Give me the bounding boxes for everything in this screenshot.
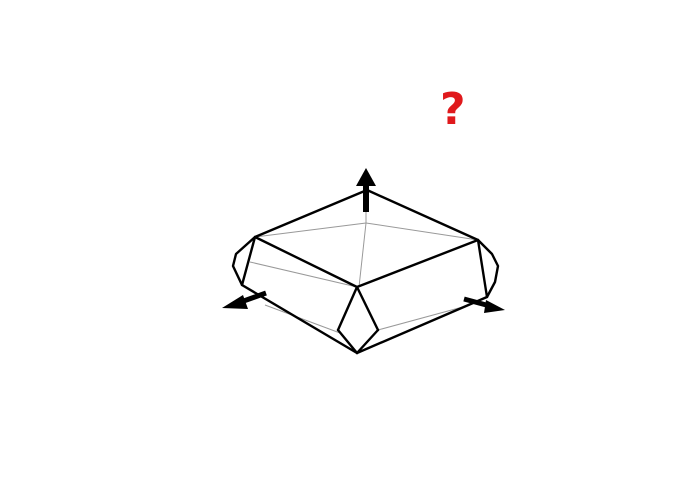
crease-line: [254, 222, 367, 238]
left-flap: [231, 235, 359, 355]
crease-line: [365, 222, 479, 241]
box-outline: [231, 188, 500, 355]
arrow-up-shaft: [363, 184, 369, 212]
crease-line: [249, 261, 358, 288]
arrow-lower-left: [222, 290, 267, 309]
front-fold-left: [336, 285, 359, 332]
arrow-lower-left-head: [222, 295, 248, 309]
crease-line: [377, 304, 471, 331]
right-flap: [355, 238, 500, 355]
right-flap-fold: [476, 238, 489, 299]
front-fold-right: [355, 285, 380, 332]
arrow-up-head: [356, 168, 376, 186]
left-flap-fold: [240, 235, 257, 287]
front-fold-right-edge: [355, 328, 380, 355]
arrow-up: [356, 168, 376, 212]
arrow-lower-right-head: [484, 300, 505, 313]
crease-line: [264, 304, 341, 334]
arrow-lower-right: [463, 296, 505, 313]
question-mark-label: ?: [440, 84, 466, 135]
crease-line: [358, 222, 367, 288]
front-fold-left-edge: [336, 328, 359, 355]
top-face-creases: [249, 190, 479, 334]
